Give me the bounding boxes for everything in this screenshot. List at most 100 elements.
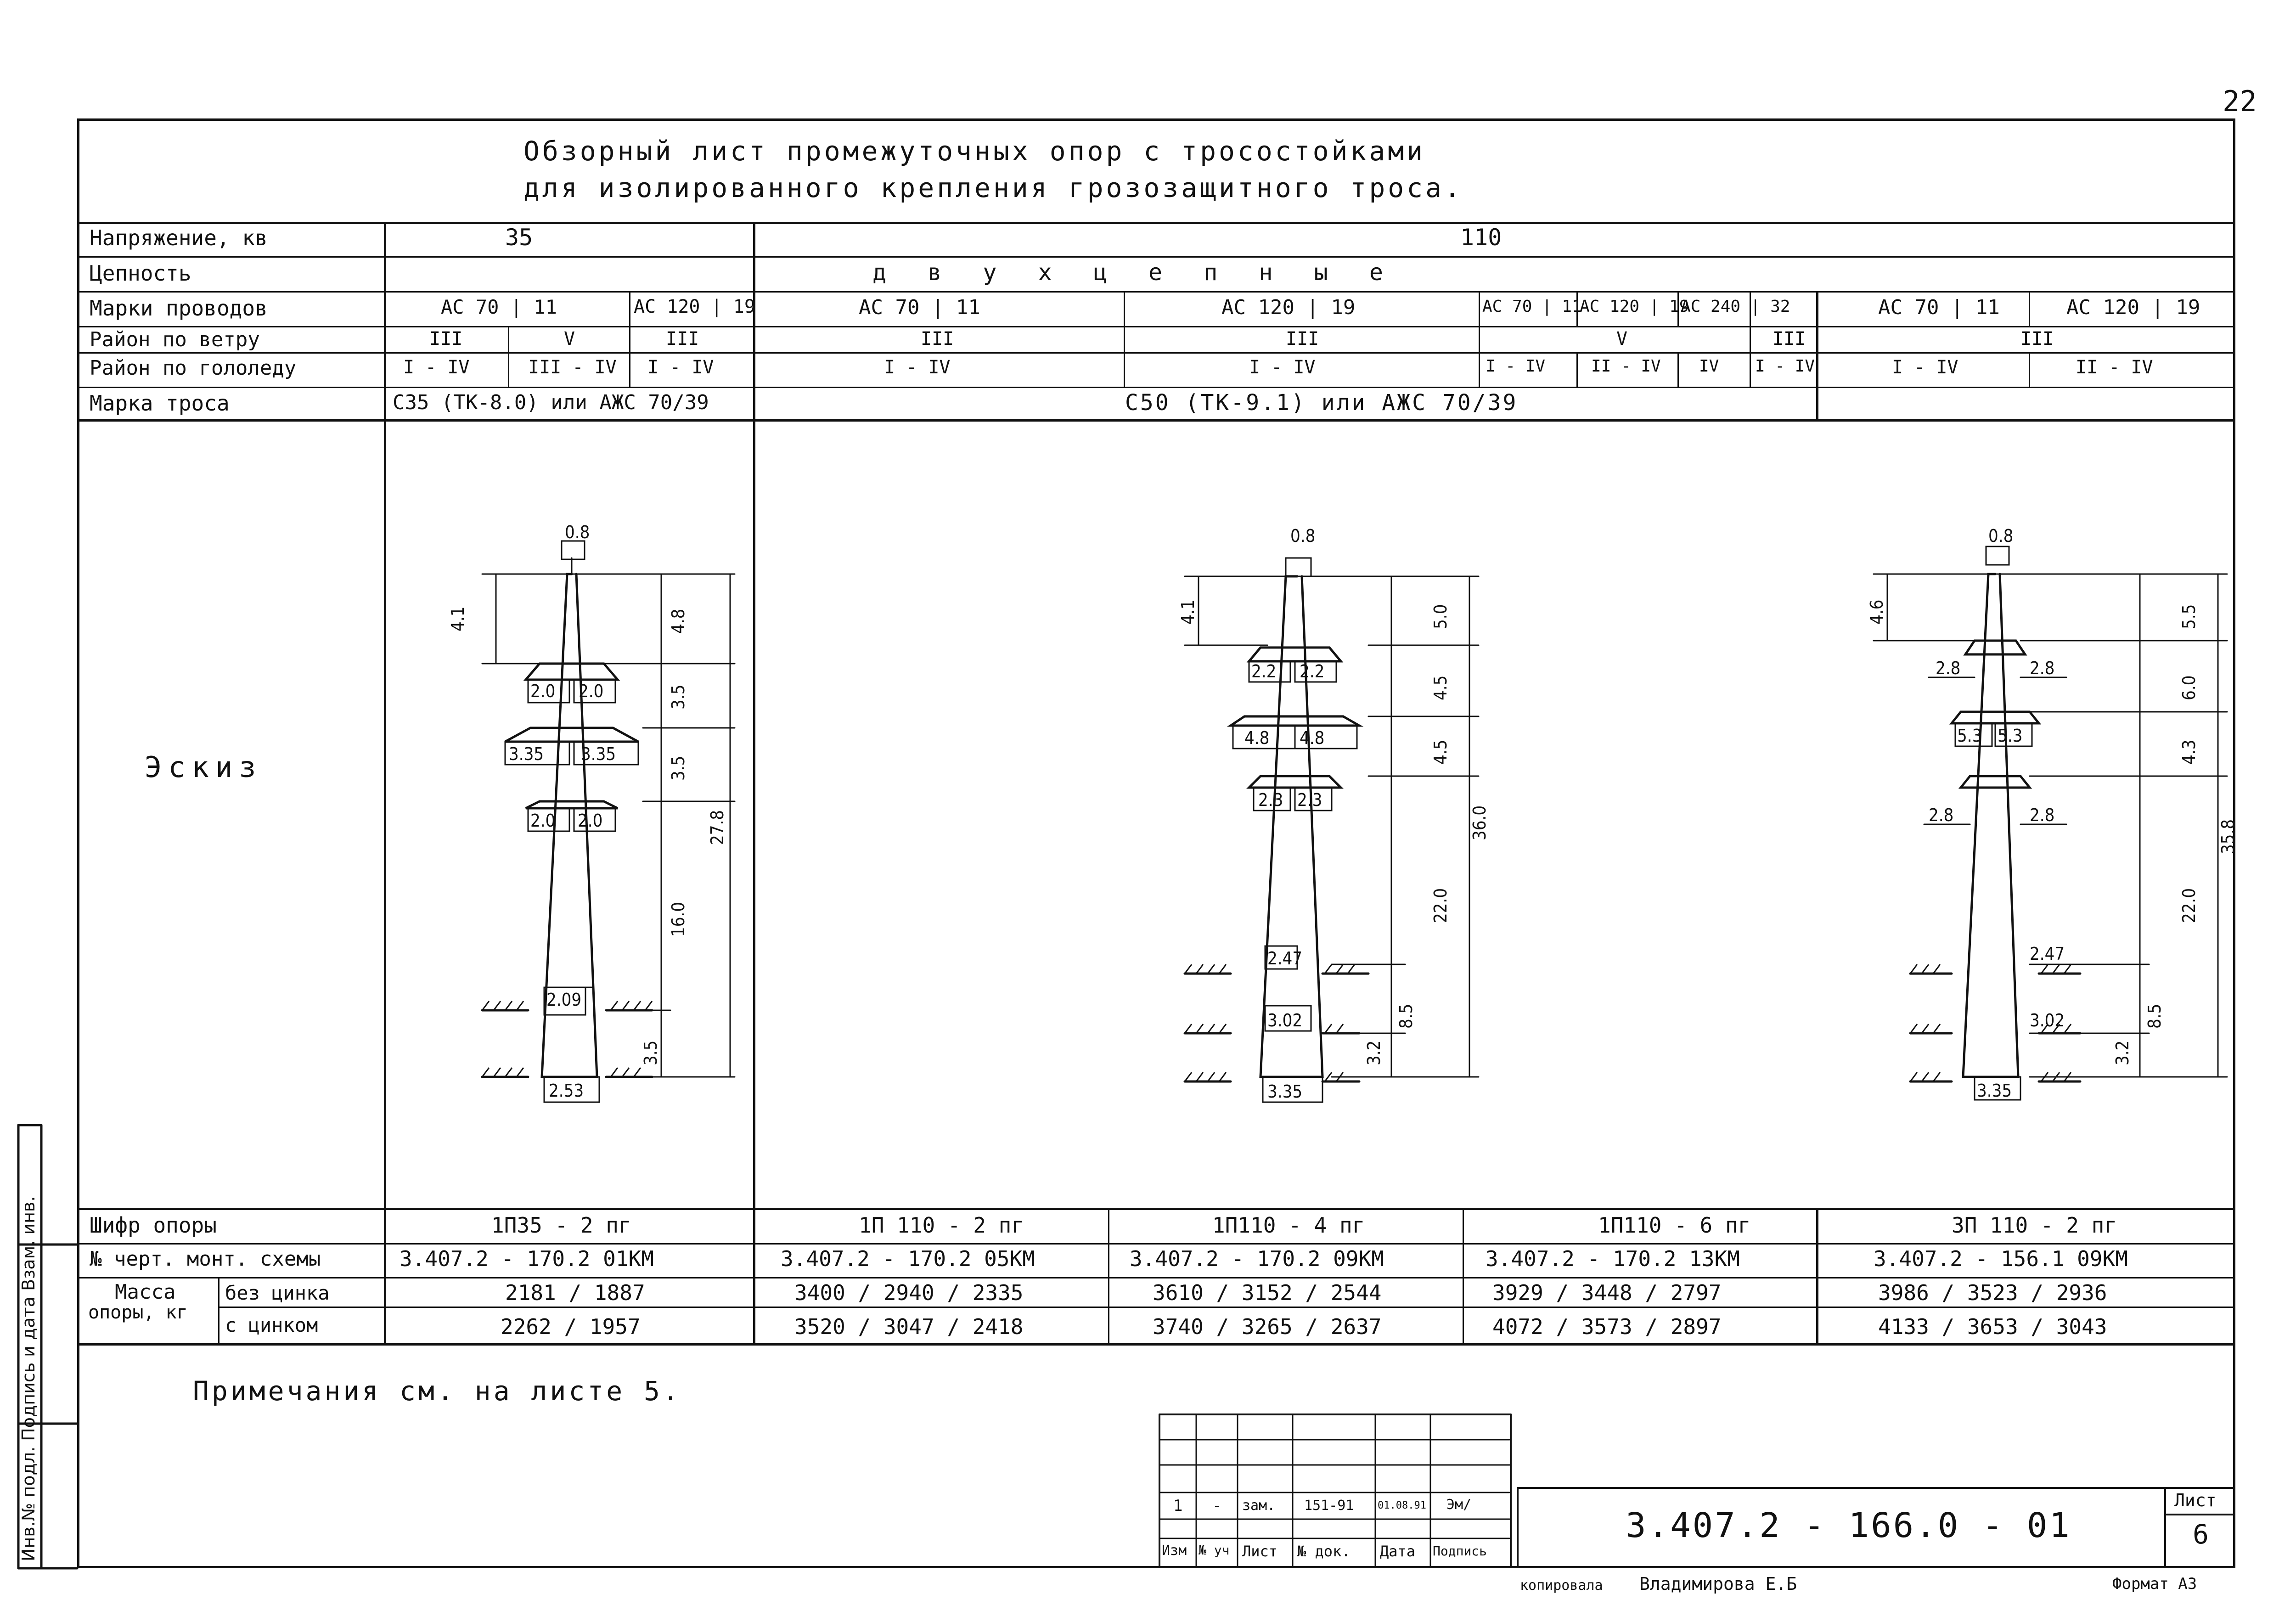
dim-text: 3.35 bbox=[1977, 1081, 2012, 1101]
rule bbox=[77, 1343, 2235, 1346]
mass-no-zinc-label: без цинка bbox=[225, 1282, 330, 1304]
dim-text: 2.0 bbox=[578, 811, 602, 831]
mass-no-zinc-cell: 3929 / 3448 / 2797 bbox=[1492, 1280, 1722, 1305]
rule bbox=[1677, 352, 1679, 387]
stamp-header: № уч bbox=[1199, 1543, 1230, 1558]
dim-text: 2.2 bbox=[1251, 661, 1276, 681]
title-block-grid bbox=[1159, 1414, 2235, 1567]
rule bbox=[1463, 1208, 1464, 1343]
side-stamp-frame bbox=[17, 1124, 79, 1570]
wire-grade-label: Марки проводов bbox=[90, 296, 268, 321]
side-stamp-text: Инв.№ подл. Подпись и дата Взам. инв. bbox=[18, 1196, 39, 1561]
dim-text: 2.3 bbox=[1297, 790, 1322, 810]
cable-35: С35 (ТК-8.0) или АЖС 70/39 bbox=[393, 391, 709, 414]
ice-label: Район по гололеду bbox=[90, 356, 297, 380]
mass-no-zinc-cell: 2181 / 1887 bbox=[505, 1280, 645, 1305]
cable-label: Марка троса bbox=[90, 391, 230, 416]
drawing-cell: 3.407.2 - 170.2 05КМ bbox=[781, 1246, 1035, 1271]
dim-text: 4.6 bbox=[1867, 600, 1887, 625]
mass-zinc-cell: 4072 / 3573 / 2897 bbox=[1492, 1314, 1722, 1339]
dim-text: 2.0 bbox=[579, 681, 603, 701]
rule bbox=[77, 1208, 2235, 1210]
rule bbox=[753, 222, 755, 1343]
dim-text: 2.47 bbox=[2030, 944, 2065, 964]
ice-cell: I - IV bbox=[403, 357, 470, 378]
mass-label-a: Масса bbox=[115, 1280, 176, 1304]
dim-text: 0.8 bbox=[565, 522, 590, 542]
dim-text: 2.0 bbox=[530, 681, 555, 701]
footer-format: Формат А3 bbox=[2112, 1575, 2197, 1593]
drawing-cell: 3.407.2 - 170.2 01КМ bbox=[400, 1246, 654, 1271]
dim-text: 3.35 bbox=[509, 744, 544, 764]
dim-text: 2.3 bbox=[1258, 790, 1283, 810]
wind-cell: V bbox=[1616, 328, 1628, 349]
rule bbox=[1479, 291, 1480, 387]
rule bbox=[218, 1307, 2235, 1308]
rule bbox=[1108, 1208, 1109, 1343]
voltage-35: 35 bbox=[505, 224, 533, 251]
mass-label-b: опоры, кг bbox=[88, 1302, 188, 1323]
ice-cell: I - IV bbox=[1755, 357, 1815, 376]
mass-zinc-cell: 2262 / 1957 bbox=[501, 1314, 641, 1339]
wire-cell: АС 240 | 32 bbox=[1681, 297, 1790, 316]
dim-text: 3.5 bbox=[641, 1041, 661, 1065]
ice-cell: I - IV bbox=[884, 357, 951, 378]
voltage-110: 110 bbox=[1460, 224, 1502, 251]
rule bbox=[77, 291, 2235, 293]
stamp-header: Лист bbox=[1242, 1543, 1278, 1560]
ice-cell: II - IV bbox=[2076, 357, 2153, 378]
dim-text: 3.5 bbox=[668, 685, 688, 710]
wind-cell: III bbox=[666, 328, 699, 349]
rev-cell: 1 bbox=[1173, 1497, 1183, 1515]
rule bbox=[629, 352, 630, 387]
mass-zinc-cell: 3740 / 3265 / 2637 bbox=[1153, 1314, 1382, 1339]
rule bbox=[508, 352, 509, 387]
ice-cell: I - IV bbox=[647, 357, 714, 378]
dim-text: 36.0 bbox=[1469, 805, 1490, 840]
drawing-cell: 3.407.2 - 170.2 13КМ bbox=[1486, 1246, 1740, 1271]
wire-cell: АС 120 | 19 bbox=[2066, 296, 2200, 319]
dim-text: 3.02 bbox=[1267, 1010, 1302, 1031]
rule bbox=[1124, 291, 1125, 387]
wind-cell: III bbox=[2020, 328, 2054, 349]
rule bbox=[629, 291, 630, 352]
frame-left bbox=[77, 118, 79, 1568]
wind-cell: III bbox=[1773, 328, 1806, 349]
footer-name: Владимирова Е.Б bbox=[1639, 1574, 1797, 1594]
dim-text: 4.8 bbox=[668, 609, 688, 634]
tower-sketch-1 bbox=[481, 540, 736, 1103]
frame-top bbox=[77, 118, 2235, 121]
wind-label: Район по ветру bbox=[90, 328, 260, 351]
wire-cell: АС 120 | 19 bbox=[1221, 296, 1356, 319]
code-cell: 3П 110 - 2 пг bbox=[1952, 1213, 2117, 1238]
drawing-cell: 3.407.2 - 170.2 09КМ bbox=[1130, 1246, 1384, 1271]
code-cell: 1П 110 - 2 пг bbox=[859, 1213, 1024, 1238]
dim-text: 2.2 bbox=[1300, 661, 1324, 681]
rule bbox=[1816, 291, 1818, 419]
frame-right bbox=[2233, 118, 2235, 1568]
dim-text: 2.8 bbox=[2030, 658, 2054, 678]
dim-text: 5.3 bbox=[1998, 726, 2022, 746]
rule bbox=[77, 1277, 2235, 1278]
wind-cell: V bbox=[564, 328, 575, 349]
title-line-1: Обзорный лист промежуточных опор с тросо… bbox=[523, 135, 1426, 167]
voltage-label: Напряжение, кв bbox=[90, 225, 268, 250]
rule bbox=[77, 352, 2235, 354]
dim-text: 4.5 bbox=[1430, 676, 1451, 700]
code-cell: 1П110 - 4 пг bbox=[1212, 1213, 1365, 1238]
sketch-label: Эскиз bbox=[145, 750, 263, 784]
stamp-header: Дата bbox=[1380, 1543, 1416, 1560]
dim-text: 16.0 bbox=[668, 902, 688, 937]
ground-hatches bbox=[481, 964, 2072, 1082]
wind-cell: III bbox=[429, 328, 463, 349]
code-cell: 1П110 - 6 пг bbox=[1598, 1213, 1751, 1238]
mass-zinc-cell: 4133 / 3653 / 3043 bbox=[1878, 1314, 2107, 1339]
wire-cell: АС 120 | 19 bbox=[1580, 297, 1689, 316]
tower-sketch-2 bbox=[1183, 557, 1480, 1103]
ice-cell: IV bbox=[1699, 357, 1719, 376]
dim-text: 2.47 bbox=[1267, 948, 1302, 969]
sheet-number: 6 bbox=[2193, 1519, 2209, 1550]
dim-text: 4.8 bbox=[1300, 728, 1324, 748]
rule bbox=[1750, 291, 1751, 326]
